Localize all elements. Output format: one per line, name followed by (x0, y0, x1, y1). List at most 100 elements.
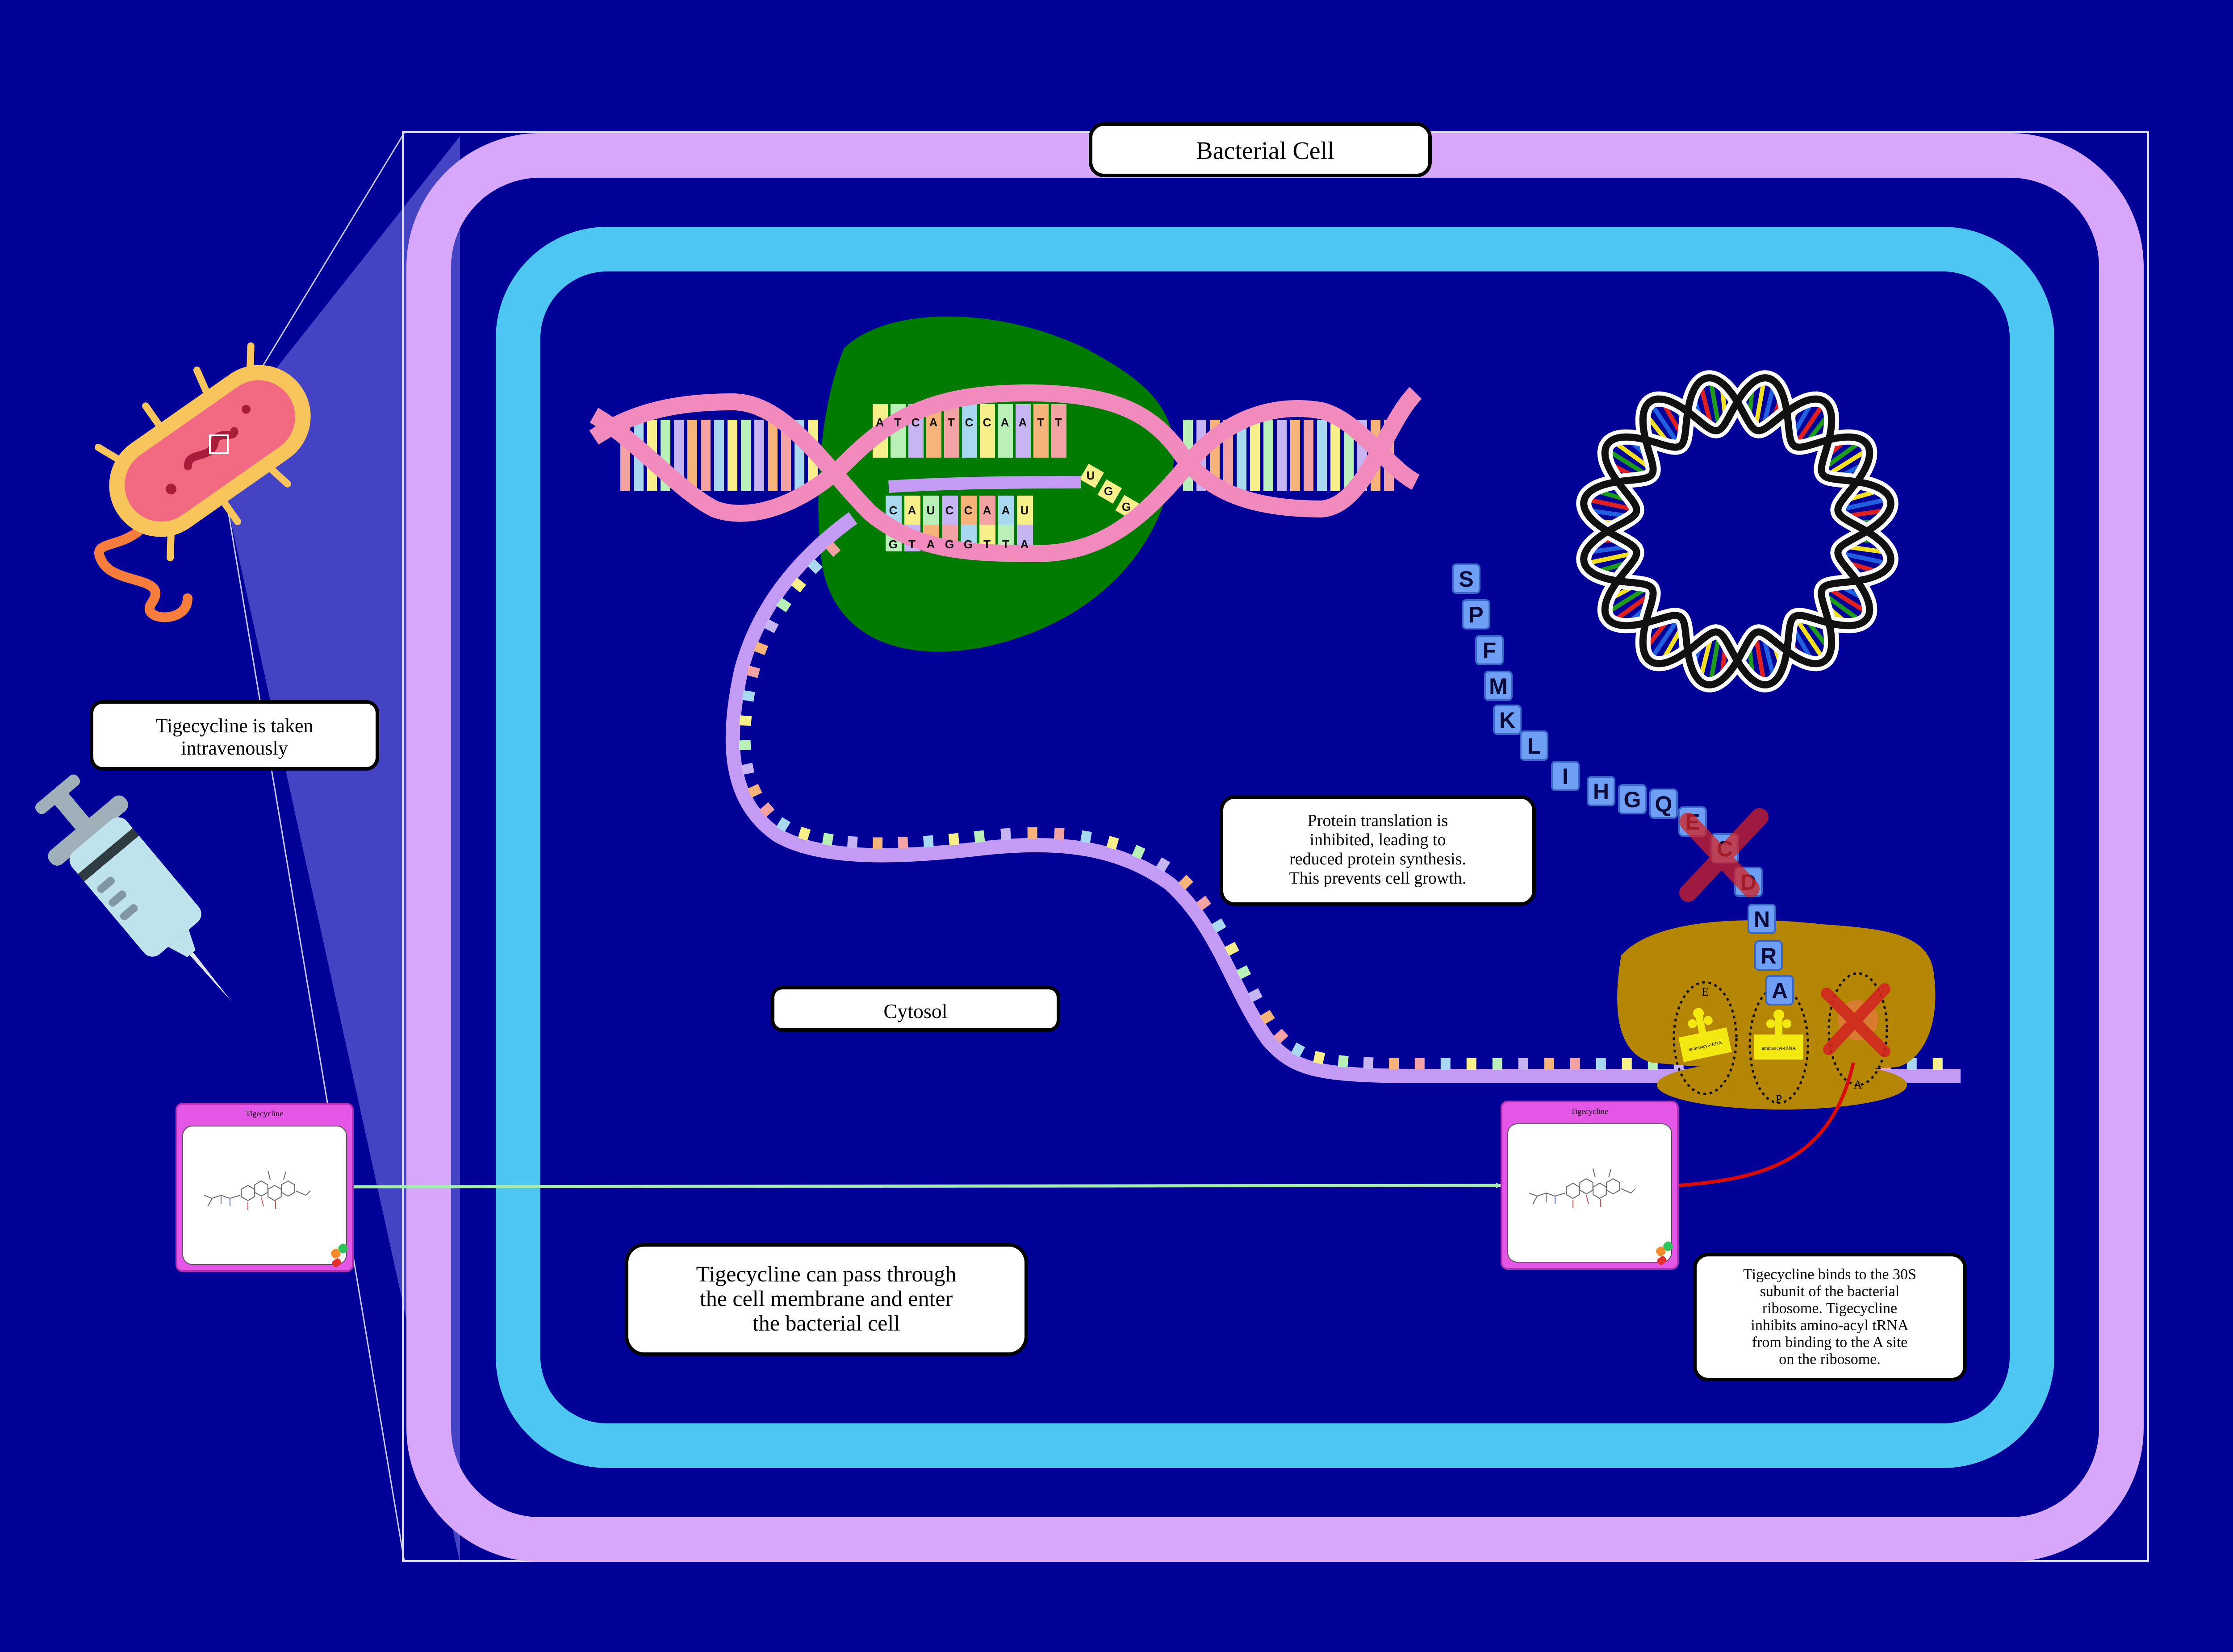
mrna-nucleotide (1440, 1058, 1451, 1070)
svg-text:Cytosol: Cytosol (883, 1000, 947, 1022)
ribosome-small-subunit (1657, 1060, 1907, 1110)
bacterial-cell-title: Bacterial Cell (1089, 122, 1432, 177)
plasmid-base-pair (1584, 550, 1637, 566)
amino-acid-label: G (1624, 787, 1641, 812)
amino-acid-label: M (1489, 674, 1508, 699)
dna-upper-base-label: T (894, 416, 901, 429)
dna-upper-base (1016, 404, 1031, 458)
amino-acid: K (1493, 705, 1522, 735)
svg-text:inhibited, leading to: inhibited, leading to (1309, 830, 1446, 849)
dna-upper-base-label: C (983, 416, 991, 429)
svg-text:subunit of the bacterial: subunit of the bacterial (1760, 1283, 1900, 1300)
amino-acid: I (1551, 761, 1580, 791)
amino-acid: L (1520, 730, 1548, 761)
mrna-nucleotide (753, 642, 769, 655)
amino-acid-label: P (1468, 602, 1483, 627)
svg-text:the bacterial cell: the bacterial cell (753, 1310, 900, 1335)
svg-text:on the ribosome.: on the ribosome. (1779, 1351, 1881, 1368)
drug-card-panel (1507, 1123, 1672, 1263)
svg-text:Protein translation is: Protein translation is (1308, 811, 1448, 830)
tigecycline-card-inside: Tigecycline (1501, 1101, 1679, 1270)
rna-base-label: U (1020, 504, 1029, 517)
rna-base-label: A (908, 504, 916, 517)
mrna-nucleotide (1273, 1028, 1288, 1044)
amino-acid-label: L (1527, 734, 1541, 759)
svg-text:reduced protein synthesis.: reduced protein synthesis. (1289, 850, 1466, 868)
dna-upper-base-label: A (1001, 416, 1009, 429)
amino-acid: Q (1649, 788, 1678, 819)
tigecycline-structure-icon (1529, 1168, 1636, 1208)
mrna-nucleotide (822, 833, 834, 846)
dna-upper-base (962, 404, 977, 458)
dna-upper-base-label: A (876, 416, 884, 429)
taken-intravenously-label: Tigecycline is taken intravenously (90, 700, 379, 771)
trna-e-site: aminoacyl-tRNA (1678, 1008, 1732, 1062)
dna-lower-base-label: T (1002, 538, 1009, 551)
mrna-nucleotide (825, 542, 841, 557)
mrna-nucleotide (1363, 1057, 1374, 1069)
amino-acid: A (1765, 975, 1794, 1005)
site-label-p: P (1776, 1093, 1782, 1106)
mrna-nucleotide (1178, 875, 1194, 890)
drug-card-panel (182, 1126, 347, 1265)
plasmid-dna (1576, 370, 1898, 693)
trna-p-site: aminoacyl-tRNA (1754, 1010, 1803, 1060)
syringe-icon (35, 774, 232, 1002)
dna-base-pair (701, 420, 711, 491)
new-rna-nucleotide-label: U (1087, 469, 1095, 482)
svg-text:intravenously: intravenously (181, 737, 288, 759)
dna-base-pair (1304, 420, 1313, 491)
mrna-nucleotide (1518, 1058, 1528, 1070)
pass-through-label: Tigecycline can pass through the cell me… (625, 1243, 1028, 1356)
mrna-nucleotide (1291, 1042, 1305, 1058)
svg-text:the cell membrane and enter: the cell membrane and enter (700, 1286, 953, 1311)
amino-acid: N (1748, 904, 1776, 934)
mrna-nucleotide (847, 836, 858, 848)
dna-backbone-lower (589, 393, 1420, 563)
binds-30s-label: Tigecycline binds to the 30S subunit of … (1693, 1253, 1967, 1381)
mrna-nucleotide (776, 817, 791, 832)
dna-base-pair (1237, 420, 1246, 491)
dna-upper-base (980, 404, 995, 458)
dna-base-pair (781, 420, 791, 491)
mrna-nucleotide (791, 577, 807, 592)
mrna-nucleotide (1466, 1058, 1476, 1070)
amino-acid: S (1452, 563, 1480, 594)
dna-base-pair (768, 420, 778, 491)
rna-base-label: U (927, 504, 935, 517)
dna-base-pair (1330, 420, 1340, 491)
dna-lower-base-label: A (927, 538, 935, 551)
mrna-nucleotide (1027, 827, 1037, 839)
dna-base-pair (1290, 420, 1300, 491)
amino-acid: F (1475, 635, 1504, 665)
mrna-nucleotide (1054, 827, 1065, 840)
entry-arrow (352, 1183, 1501, 1189)
mrna-nucleotide (1106, 836, 1119, 850)
mrna-nucleotide (1388, 1058, 1399, 1070)
mrna-nucleotide (1260, 1010, 1275, 1025)
tigecycline-structure-icon (204, 1170, 311, 1210)
mrna-nucleotide (739, 740, 751, 751)
svg-text:Tigecycline can pass through: Tigecycline can pass through (696, 1261, 957, 1286)
new-rna-nucleotide (1079, 463, 1104, 488)
dna-lower-base-label: T (983, 538, 991, 551)
amino-acid: H (1587, 776, 1615, 806)
amino-acid-label: I (1562, 764, 1568, 789)
dna-base-pair (1277, 420, 1287, 491)
plasmid-base-pair (1837, 550, 1891, 566)
dna-backbone-upper (590, 384, 1422, 522)
dna-lower-base-label: T (908, 538, 916, 551)
dna-base-pair (714, 420, 724, 491)
amino-acid-label: F (1483, 638, 1497, 663)
mrna-nucleotide (923, 835, 934, 848)
mrna-nucleotide (746, 665, 761, 678)
dna-base-pair (1344, 420, 1354, 491)
svg-text:aminoacyl-tRNA: aminoacyl-tRNA (1762, 1046, 1796, 1051)
dna-lower-base-label: G (964, 538, 973, 551)
dna-upper-base-label: T (1055, 416, 1062, 429)
dna-upper-base-label: C (965, 416, 974, 429)
amino-acid-label: Q (1655, 792, 1673, 817)
bacterium-icon (94, 342, 311, 622)
mrna-nucleotide (1132, 845, 1146, 859)
